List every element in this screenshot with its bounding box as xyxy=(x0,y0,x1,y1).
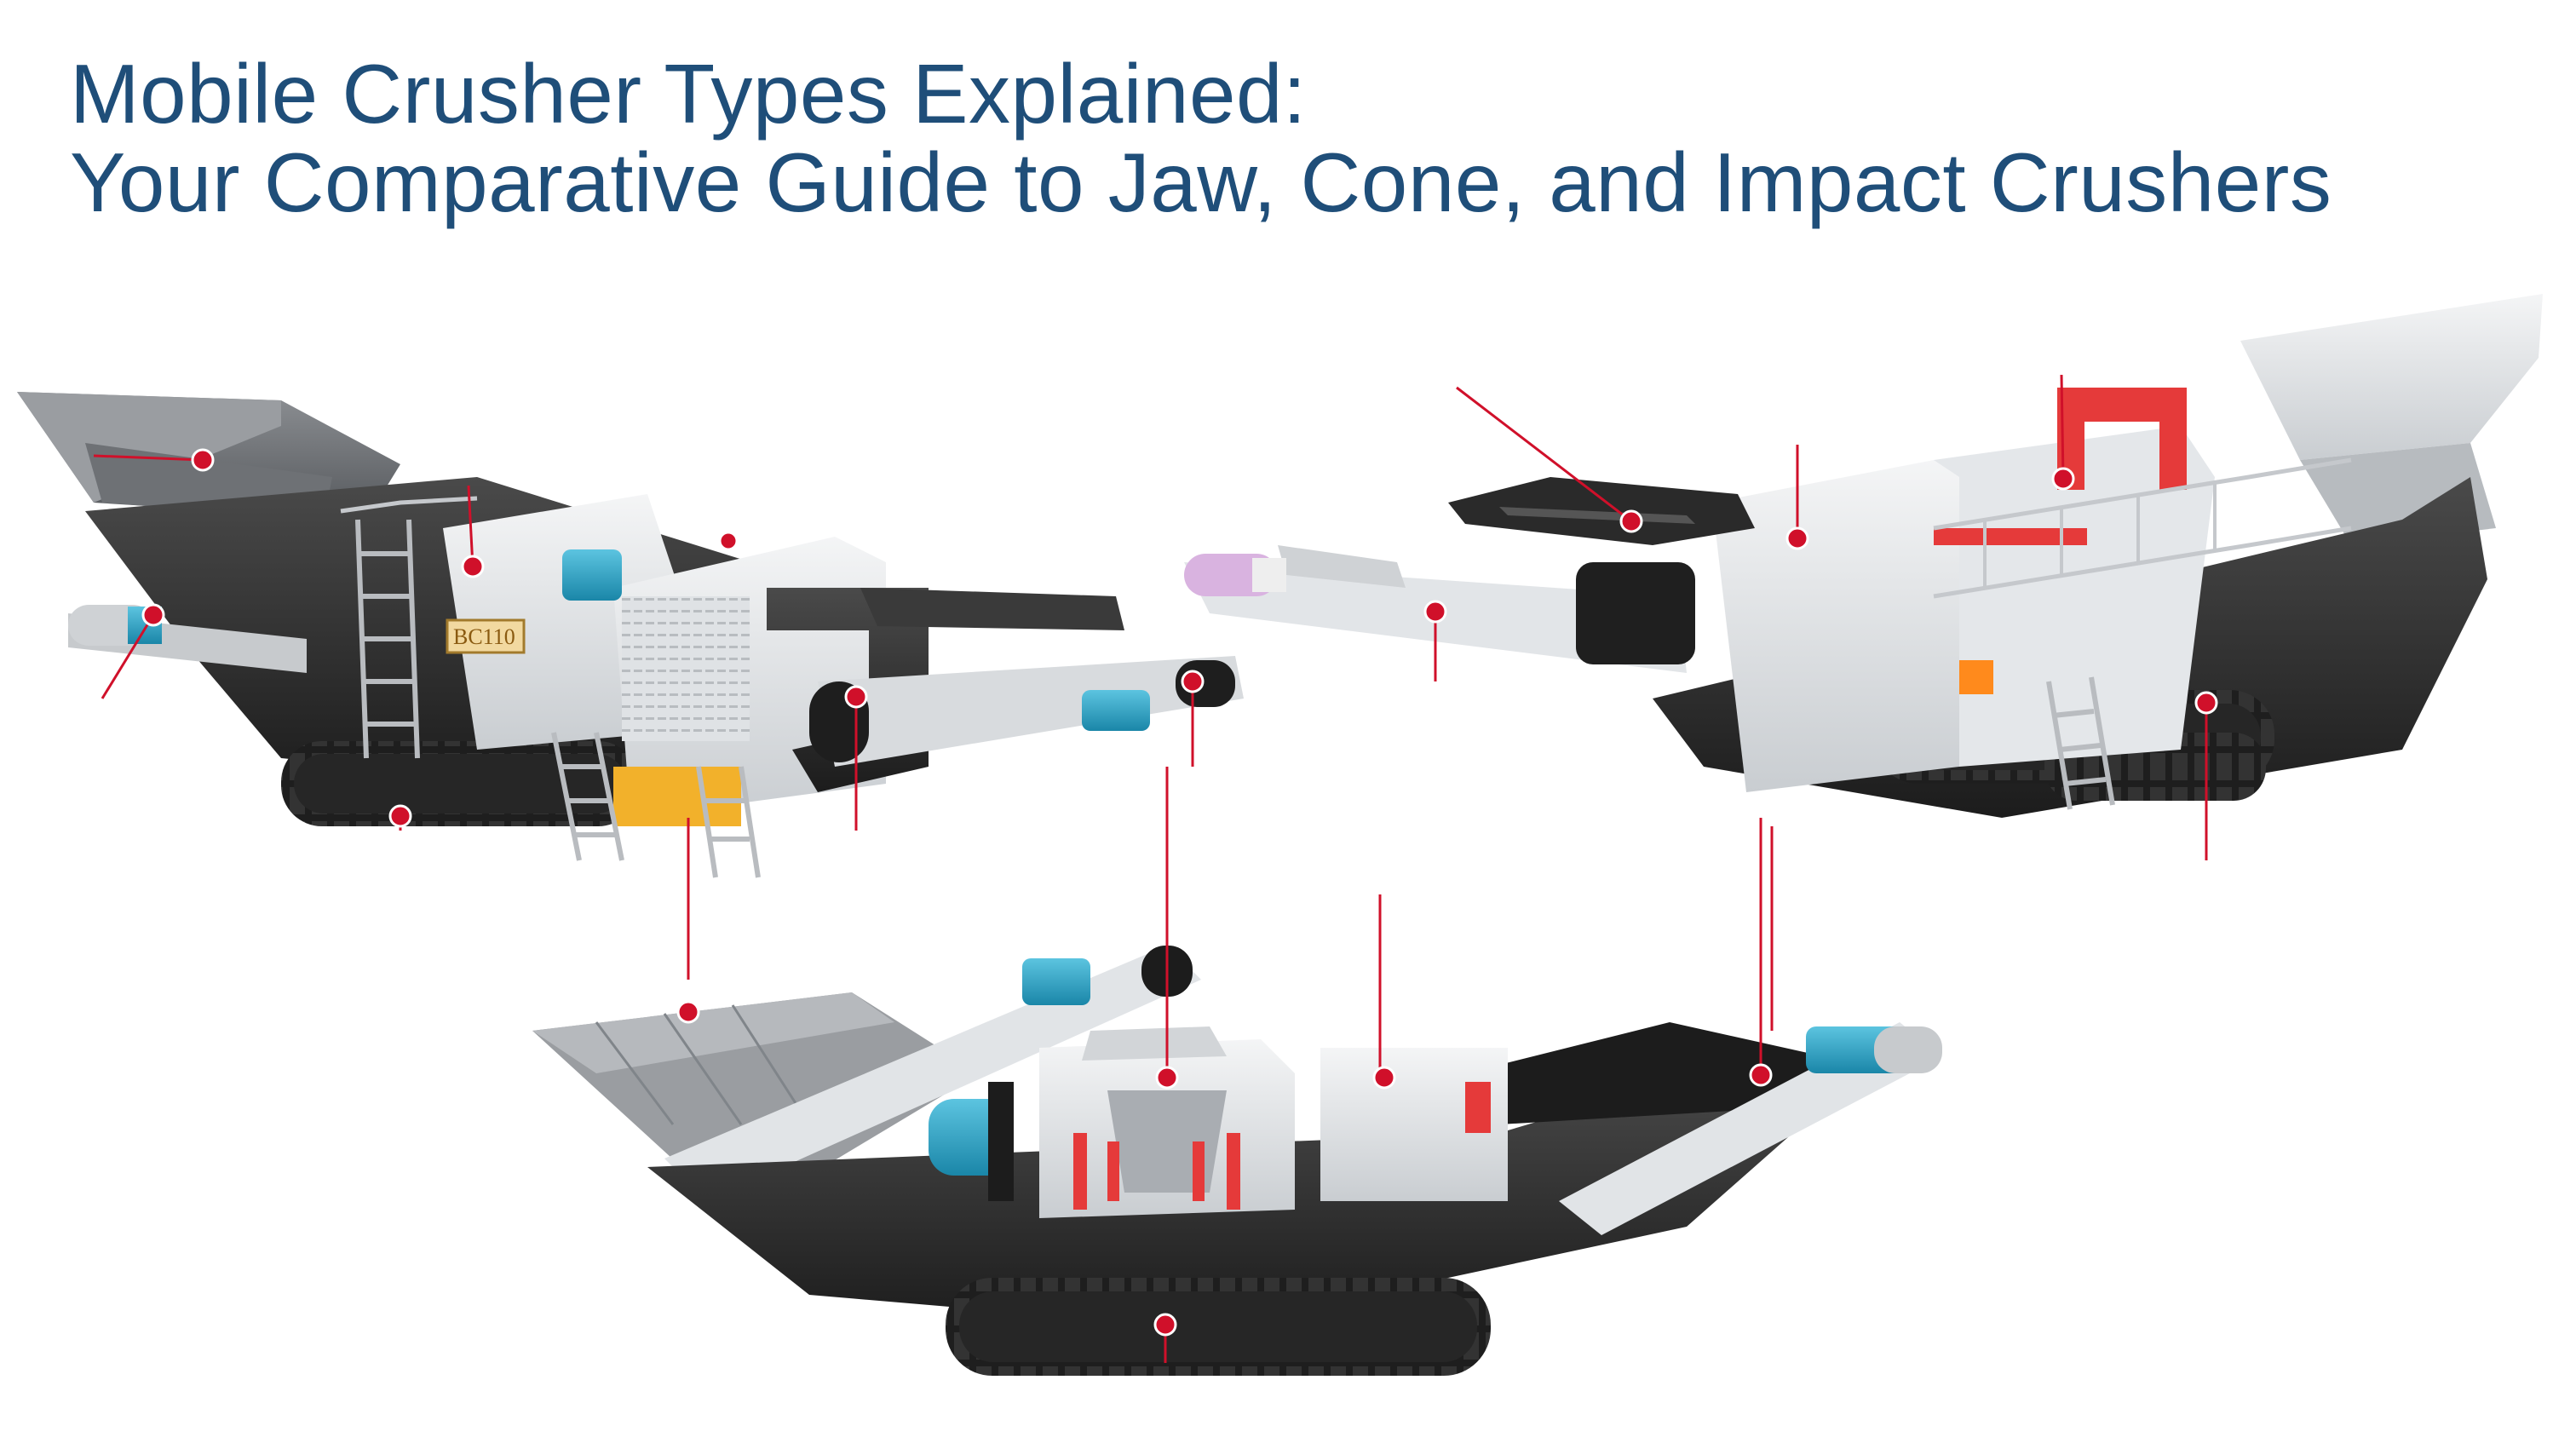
model-plate-text: BC110 xyxy=(453,624,515,649)
page-title: Mobile Crusher Types Explained: Your Com… xyxy=(70,49,2540,227)
title-line-1: Mobile Crusher Types Explained: xyxy=(70,47,1307,141)
title-line-2: Your Comparative Guide to Jaw, Cone, and… xyxy=(70,135,2332,229)
jaw-crusher-machine-icon: BC110 xyxy=(17,392,1244,980)
impact-crusher-machine-icon xyxy=(1184,294,2543,1031)
cone-crusher-machine-icon xyxy=(532,767,1942,1376)
